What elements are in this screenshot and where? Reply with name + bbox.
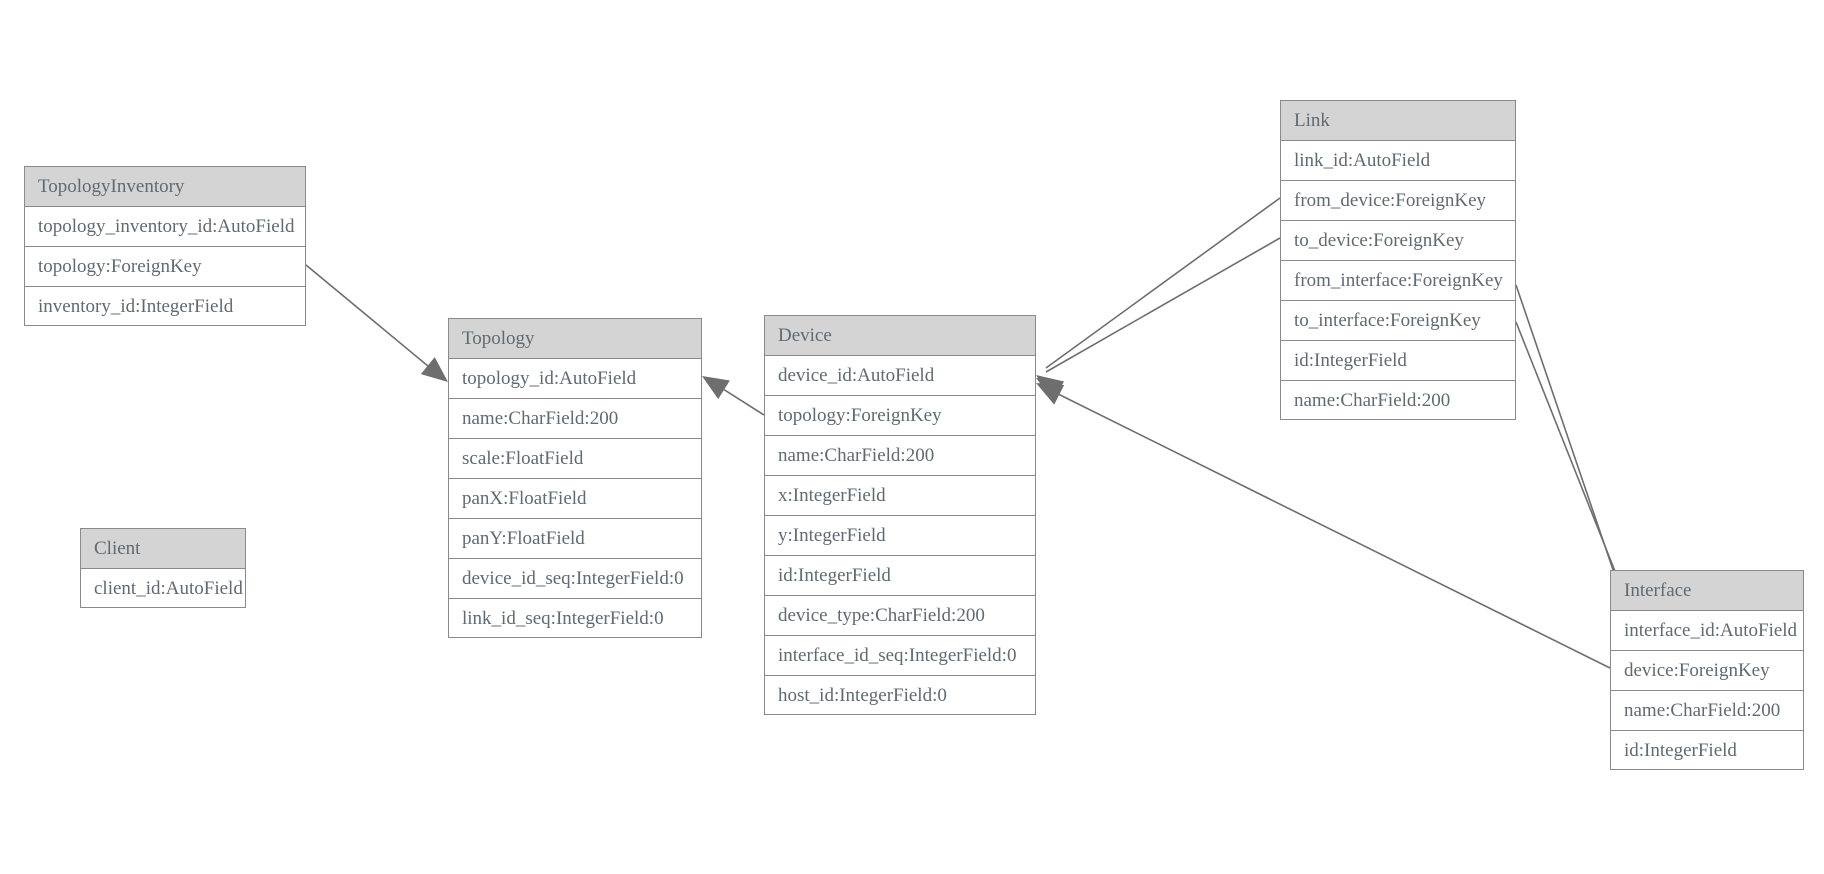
entity-field-row[interactable]: from_device:ForeignKey: [1281, 181, 1515, 221]
entity-field-row[interactable]: name:CharField:200: [765, 436, 1035, 476]
entity-field-row[interactable]: link_id_seq:IntegerField:0: [462, 608, 664, 629]
entity-field-row[interactable]: client_id:AutoField: [94, 578, 243, 599]
edge-link-from_interface-to-interface: [1515, 284, 1625, 603]
entity-field-row[interactable]: id:IntegerField: [1281, 341, 1515, 381]
entity-field-row[interactable]: interface_id_seq:IntegerField:0: [765, 636, 1035, 676]
entity-title-client: Client: [81, 529, 245, 569]
entity-field-row[interactable]: device_id:AutoField: [765, 356, 1035, 396]
entity-title-interface: Interface: [1611, 571, 1803, 611]
entity-field-row[interactable]: scale:FloatField: [449, 439, 701, 479]
entity-field-row[interactable]: to_interface:ForeignKey: [1281, 301, 1515, 341]
entity-field-row[interactable]: from_interface:ForeignKey: [1281, 261, 1515, 301]
edge-topologyinventory-to-topology: [305, 264, 441, 377]
entity-title-device: Device: [765, 316, 1035, 356]
entity-field-row[interactable]: topology:ForeignKey: [25, 247, 305, 287]
edge-interface-device-to-device: [1045, 387, 1611, 669]
entity-title-link: Link: [1281, 101, 1515, 141]
entity-field-row[interactable]: host_id:IntegerField:0: [778, 685, 947, 706]
entity-field-row[interactable]: x:IntegerField: [765, 476, 1035, 516]
entity-title-topology: Topology: [449, 319, 701, 359]
edge-link-to_device-to-device: [1045, 237, 1281, 373]
entity-field-row[interactable]: y:IntegerField: [765, 516, 1035, 556]
entity-client[interactable]: Client client_id:AutoField: [80, 528, 246, 608]
entity-field-row[interactable]: inventory_id:IntegerField: [38, 296, 234, 317]
edge-link-from_device-to-device: [1045, 197, 1281, 369]
entity-field-row[interactable]: topology_inventory_id:AutoField: [25, 207, 305, 247]
entity-field-row[interactable]: topology_id:AutoField: [449, 359, 701, 399]
entity-field-row[interactable]: panY:FloatField: [449, 519, 701, 559]
entity-field-row[interactable]: device_id_seq:IntegerField:0: [449, 559, 701, 599]
entity-field-row[interactable]: panX:FloatField: [449, 479, 701, 519]
entity-field-row[interactable]: id:IntegerField: [1624, 740, 1737, 761]
entity-field-row[interactable]: to_device:ForeignKey: [1281, 221, 1515, 261]
edge-device-to-topology: [711, 381, 765, 416]
edge-link-to_interface-to-interface: [1515, 321, 1629, 605]
entity-field-row[interactable]: id:IntegerField: [765, 556, 1035, 596]
entity-field-row[interactable]: topology:ForeignKey: [765, 396, 1035, 436]
entity-field-row[interactable]: name:CharField:200: [1294, 390, 1451, 411]
entity-field-row[interactable]: interface_id:AutoField: [1611, 611, 1803, 651]
entity-field-row[interactable]: name:CharField:200: [449, 399, 701, 439]
entity-title-topology_inventory: TopologyInventory: [25, 167, 305, 207]
entity-field-row[interactable]: link_id:AutoField: [1281, 141, 1515, 181]
entity-field-row[interactable]: device_type:CharField:200: [765, 596, 1035, 636]
entity-field-row[interactable]: device:ForeignKey: [1611, 651, 1803, 691]
entity-field-row[interactable]: name:CharField:200: [1611, 691, 1803, 731]
